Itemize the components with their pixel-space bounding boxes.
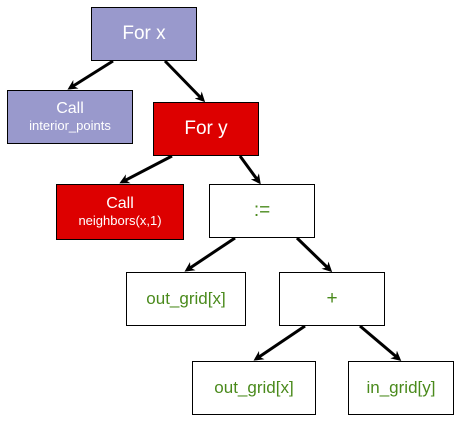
node-call-interior-points-line2: interior_points — [29, 117, 111, 133]
node-out-grid-lhs-label: out_grid[x] — [146, 289, 226, 309]
node-in-grid: in_grid[y] — [348, 361, 454, 415]
edge-for-y-to-call-neighbors — [119, 154, 173, 184]
node-in-grid-label: in_grid[y] — [366, 378, 436, 398]
node-assign-label: := — [253, 200, 271, 222]
node-for-y: For y — [153, 102, 259, 156]
node-call-neighbors-line1: Call — [106, 195, 134, 213]
node-assign: := — [209, 184, 315, 238]
edge-plus-to-out-grid — [253, 324, 306, 361]
node-for-x-label: For x — [122, 23, 166, 45]
node-for-x: For x — [91, 7, 197, 61]
node-out-grid-lhs: out_grid[x] — [126, 272, 246, 326]
node-call-neighbors: Call neighbors(x,1) — [56, 184, 184, 240]
node-call-interior-points-line1: Call — [56, 100, 84, 118]
node-for-y-label: For y — [184, 118, 228, 140]
node-plus-label: + — [326, 288, 338, 310]
edge-assign-to-plus — [295, 236, 333, 273]
node-out-grid-rhs-label: out_grid[x] — [214, 378, 294, 398]
node-plus: + — [279, 272, 385, 326]
edge-for-x-to-for-y — [163, 59, 206, 103]
edge-for-x-to-call-interior — [67, 59, 114, 90]
node-call-interior-points: Call interior_points — [7, 90, 133, 144]
node-out-grid-rhs: out_grid[x] — [192, 361, 316, 415]
edge-for-y-to-assign — [238, 155, 261, 185]
edge-assign-to-out-grid — [184, 236, 236, 272]
node-call-neighbors-line2: neighbors(x,1) — [78, 212, 162, 228]
edge-plus-to-in-grid — [359, 324, 402, 361]
